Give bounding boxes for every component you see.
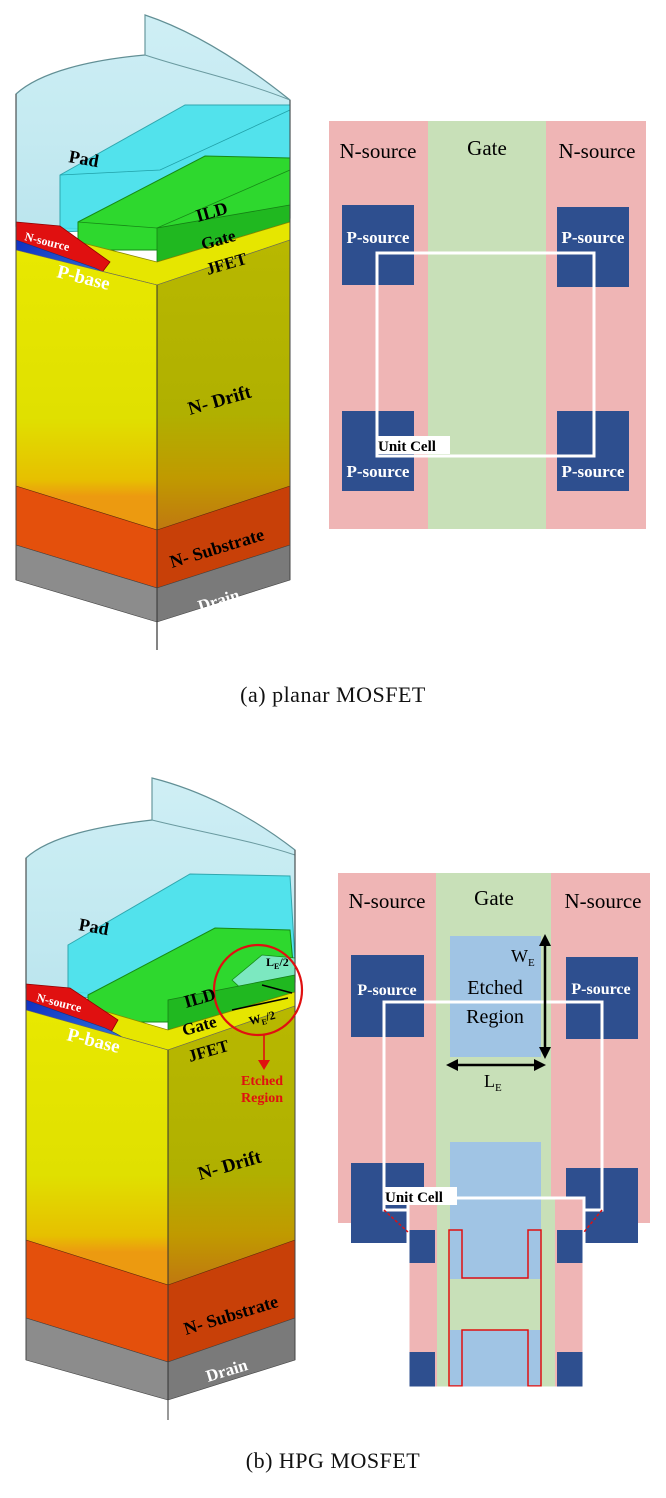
n-source-left-label: N-source	[340, 139, 417, 163]
unit-cell-label: Unit Cell	[378, 439, 436, 455]
p-source-tl-label-b: P-source	[357, 982, 416, 999]
etched-region-highlight	[212, 943, 304, 1037]
n-drift-side	[156, 239, 291, 531]
hpg-layout: N-source Gate N-source P-source P-source…	[338, 873, 650, 1390]
p-source-br-label: P-source	[562, 462, 625, 481]
p-source-tr-label-b: P-source	[571, 981, 630, 998]
gate-layout-label: Gate	[467, 136, 507, 160]
n-source-right-label: N-source	[559, 139, 636, 163]
magnified-inset	[383, 1196, 603, 1390]
planar-layout: N-source Gate N-source P-source P-source…	[329, 121, 646, 529]
we-label: WE	[511, 946, 535, 969]
etched-label-line1: Etched	[241, 1074, 283, 1089]
hpg-device-3d: Pad ILD Gate JFET N-source P-base N- Dri…	[25, 777, 304, 1420]
p-source-tr-label: P-source	[562, 228, 625, 247]
le-half-label: LE/2	[266, 955, 289, 971]
etched-layout-line2: Region	[466, 1006, 524, 1028]
gate-region	[428, 121, 546, 529]
n-drift-front	[15, 249, 158, 531]
planar-device-3d: Pad ILD Gate JFET N-source P-base N- Dri…	[15, 14, 291, 650]
gate-layout-label-b: Gate	[474, 886, 514, 910]
le-label: LE	[484, 1071, 502, 1094]
etched-label-line2: Region	[241, 1091, 283, 1106]
p-source-tl-label: P-source	[347, 228, 410, 247]
p-source-bl-label: P-source	[347, 462, 410, 481]
n-source-right-label-b: N-source	[565, 889, 642, 913]
unit-cell-label-b: Unit Cell	[385, 1190, 443, 1206]
etched-layout-line1: Etched	[467, 977, 523, 999]
caption-a: (a) planar MOSFET	[240, 682, 426, 707]
caption-b: (b) HPG MOSFET	[245, 1448, 421, 1473]
unit-cell-outline	[375, 251, 596, 458]
we-half-label: WE/2	[247, 1008, 277, 1030]
etched-region-top	[450, 936, 541, 1057]
n-source-left-label-b: N-source	[349, 889, 426, 913]
